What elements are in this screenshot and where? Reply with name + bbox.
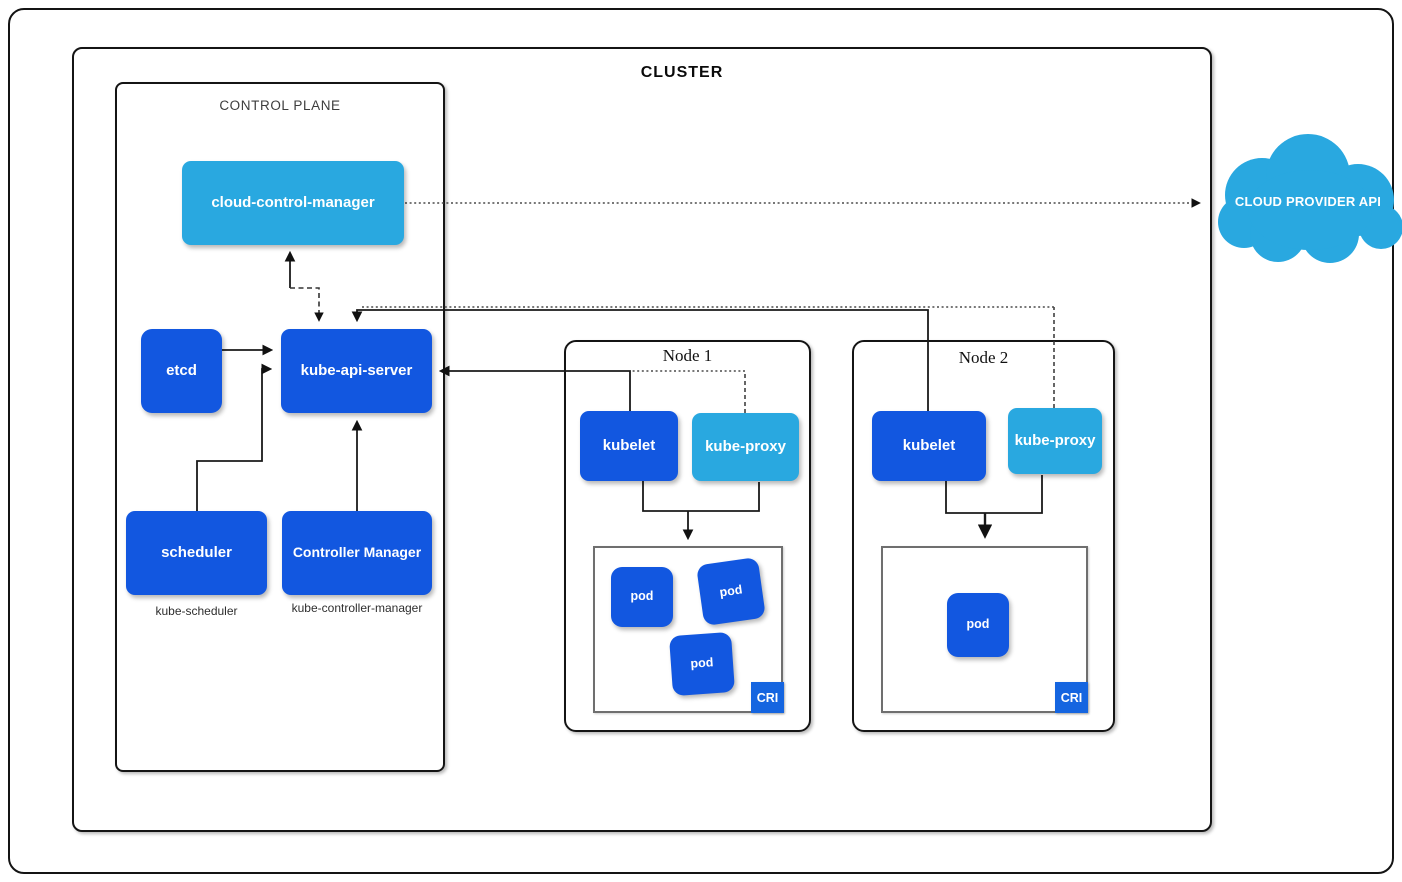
node-2-kubelet-box: kubelet — [872, 411, 986, 481]
node-1-title: Node 1 — [662, 346, 713, 365]
cluster-box — [72, 47, 1212, 832]
outer-frame — [8, 8, 1394, 874]
cluster-title: CLUSTER — [640, 64, 724, 81]
node-2-cri-container — [881, 546, 1088, 713]
node-2-cri-badge: CRI — [1055, 682, 1088, 713]
node-2-title: Node 2 — [958, 348, 1009, 367]
node-1-kube-proxy-box: kube-proxy — [692, 413, 799, 481]
control-plane-box — [115, 82, 445, 772]
scheduler-box: scheduler — [126, 511, 267, 595]
node-2-kube-proxy-box: kube-proxy — [1008, 408, 1102, 474]
etcd-box: etcd — [141, 329, 222, 413]
cloud-provider-api-shape: CLOUD PROVIDER API — [1218, 134, 1402, 263]
control-plane-title: CONTROL PLANE — [219, 98, 341, 113]
node-1-pod-2: pod — [696, 556, 766, 627]
cloud-icon — [1218, 134, 1402, 263]
node-2-pod-1: pod — [947, 593, 1009, 657]
controller-manager-caption: kube-controller-manager — [291, 601, 423, 615]
node-2-box — [852, 340, 1115, 732]
kube-api-server-box: kube-api-server — [281, 329, 432, 413]
node-1-cri-container — [593, 546, 783, 713]
cloud-provider-api-label: CLOUD PROVIDER API — [1235, 194, 1381, 209]
controller-manager-box: Controller Manager — [282, 511, 432, 595]
node-1-pod-1: pod — [611, 567, 673, 627]
scheduler-caption: kube-scheduler — [155, 604, 238, 618]
node-1-pod-3: pod — [668, 631, 736, 697]
node-1-box — [564, 340, 811, 732]
node-1-kubelet-box: kubelet — [580, 411, 678, 481]
node-1-cri-badge: CRI — [751, 682, 784, 713]
cloud-control-manager-box: cloud-control-manager — [182, 161, 404, 245]
